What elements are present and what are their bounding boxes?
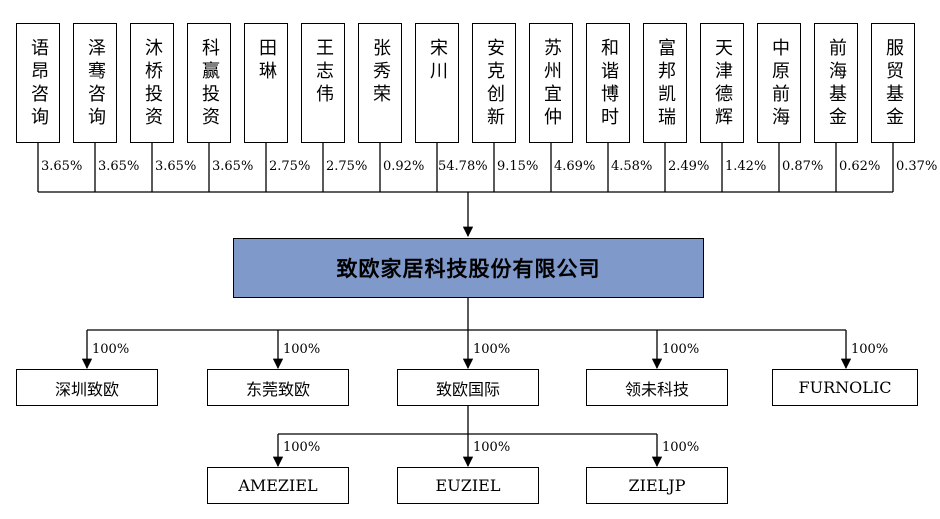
subsidiary-percent: 100%	[473, 342, 511, 357]
shareholding-percent: 54.78%	[438, 159, 488, 174]
shareholder-box: 语昂咨询	[16, 23, 60, 143]
shareholder-name: 张秀荣	[370, 38, 391, 107]
shareholder-box: 宋川	[415, 23, 459, 143]
shareholder-name: 语昂咨询	[28, 38, 49, 130]
shareholding-percent: 2.49%	[668, 159, 710, 174]
subsidiary-box: FURNOLIC	[772, 369, 918, 406]
subsidiary-name: 东莞致欧	[245, 379, 310, 399]
shareholder-box: 中原前海	[757, 23, 801, 143]
subsidiary-box: 致欧国际	[397, 369, 539, 406]
shareholder-box: 天津德辉	[700, 23, 744, 143]
sub-subsidiary-box: ZIELJP	[586, 467, 728, 504]
shareholder-name: 苏州宜仲	[541, 38, 562, 130]
subsidiary-percent: 100%	[92, 342, 130, 357]
shareholding-percent: 2.75%	[326, 159, 368, 174]
shareholder-name: 王志伟	[313, 38, 334, 107]
shareholder-box: 富邦凯瑞	[643, 23, 687, 143]
shareholding-percent: 4.58%	[611, 159, 653, 174]
shareholder-name: 富邦凯瑞	[655, 38, 676, 130]
subsidiary-box: 深圳致欧	[16, 369, 158, 406]
shareholder-name: 宋川	[427, 38, 448, 84]
shareholder-box: 前海基金	[814, 23, 858, 143]
shareholding-percent: 3.65%	[41, 159, 83, 174]
company-box: 致欧家居科技股份有限公司	[233, 238, 704, 298]
shareholder-box: 和谐博时	[586, 23, 630, 143]
shareholder-name: 中原前海	[769, 38, 790, 130]
sub-subsidiary-name: AMEZIEL	[238, 476, 318, 495]
shareholder-box: 苏州宜仲	[529, 23, 573, 143]
shareholder-box: 王志伟	[301, 23, 345, 143]
shareholder-name: 沐桥投资	[142, 38, 163, 130]
shareholding-percent: 4.69%	[554, 159, 596, 174]
shareholder-name: 科赢投资	[199, 38, 220, 130]
shareholding-percent: 1.42%	[725, 159, 767, 174]
shareholder-box: 沐桥投资	[130, 23, 174, 143]
subsidiary-percent: 100%	[283, 342, 321, 357]
shareholding-percent: 0.92%	[383, 159, 425, 174]
subsidiary-percent: 100%	[851, 342, 889, 357]
shareholding-percent: 0.37%	[896, 159, 938, 174]
subsidiary-percent: 100%	[662, 342, 700, 357]
sub-subsidiary-box: EUZIEL	[397, 467, 539, 504]
shareholding-percent: 3.65%	[98, 159, 140, 174]
shareholder-name: 安克创新	[484, 38, 505, 130]
sub-subsidiary-box: AMEZIEL	[207, 467, 349, 504]
sub-subsidiary-percent: 100%	[662, 440, 700, 455]
shareholder-box: 泽骞咨询	[73, 23, 117, 143]
shareholding-percent: 0.62%	[839, 159, 881, 174]
shareholder-name: 泽骞咨询	[85, 38, 106, 130]
subsidiary-box: 东莞致欧	[207, 369, 349, 406]
sub-subsidiary-percent: 100%	[283, 440, 321, 455]
sub-subsidiary-name: ZIELJP	[628, 476, 686, 495]
shareholder-box: 服贸基金	[871, 23, 915, 143]
subsidiary-box: 领未科技	[586, 369, 728, 406]
shareholder-name: 服贸基金	[883, 38, 904, 130]
sub-subsidiary-percent: 100%	[473, 440, 511, 455]
shareholder-box: 田琳	[244, 23, 288, 143]
shareholder-box: 安克创新	[472, 23, 516, 143]
shareholder-box: 张秀荣	[358, 23, 402, 143]
shareholder-box: 科赢投资	[187, 23, 231, 143]
shareholder-name: 天津德辉	[712, 38, 733, 130]
subsidiary-name: FURNOLIC	[798, 378, 892, 397]
shareholder-name: 田琳	[256, 38, 277, 84]
shareholding-percent: 2.75%	[269, 159, 311, 174]
shareholder-name: 前海基金	[826, 38, 847, 130]
shareholding-percent: 3.65%	[155, 159, 197, 174]
shareholding-percent: 0.87%	[782, 159, 824, 174]
shareholder-name: 和谐博时	[598, 38, 619, 130]
sub-subsidiary-name: EUZIEL	[435, 476, 501, 495]
shareholding-percent: 3.65%	[212, 159, 254, 174]
company-name: 致欧家居科技股份有限公司	[336, 256, 601, 281]
subsidiary-name: 深圳致欧	[54, 379, 119, 399]
shareholding-percent: 9.15%	[497, 159, 539, 174]
subsidiary-name: 致欧国际	[435, 379, 500, 399]
subsidiary-name: 领未科技	[624, 379, 689, 399]
